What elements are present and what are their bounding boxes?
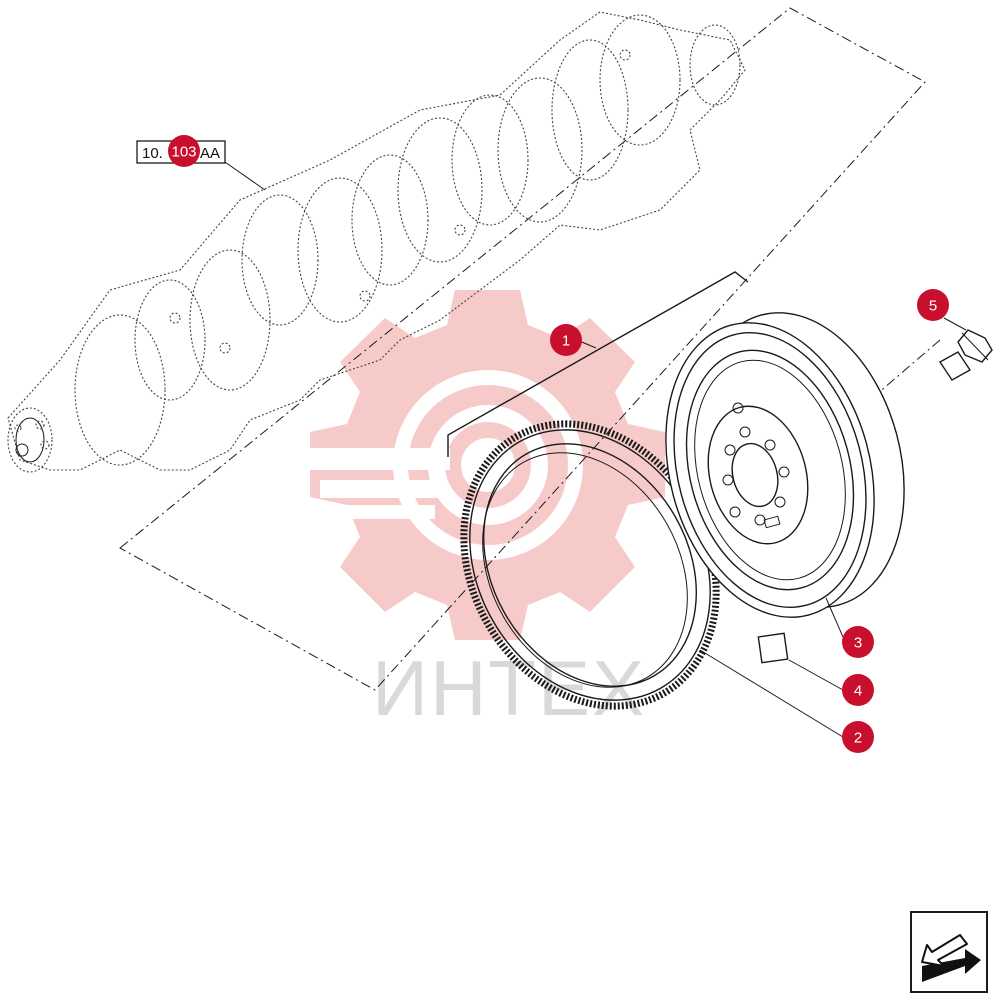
callout-1[interactable]: 1 bbox=[550, 324, 582, 356]
reference-prefix: 10. bbox=[142, 145, 163, 162]
callout-3[interactable]: 3 bbox=[842, 626, 874, 658]
flywheel bbox=[665, 312, 905, 618]
next-page-arrow-icon[interactable] bbox=[910, 911, 988, 993]
reference-callout-label: 103 bbox=[171, 144, 196, 161]
callout-1-label: 1 bbox=[562, 333, 570, 350]
leader-lines bbox=[699, 317, 967, 738]
callout-4-label: 4 bbox=[854, 683, 862, 700]
label-plate bbox=[757, 632, 789, 664]
reference-callout[interactable]: 103 bbox=[168, 135, 200, 167]
watermark-text: ИНТЕХ bbox=[372, 644, 646, 732]
bolt bbox=[938, 329, 993, 381]
callout-2[interactable]: 2 bbox=[842, 721, 874, 753]
callout-5[interactable]: 5 bbox=[917, 289, 949, 321]
callout-3-label: 3 bbox=[854, 635, 862, 652]
callout-5-label: 5 bbox=[929, 298, 937, 315]
reference-suffix: AA bbox=[200, 145, 220, 162]
crankshaft bbox=[7, 11, 746, 473]
callout-2-label: 2 bbox=[854, 730, 862, 747]
callout-4[interactable]: 4 bbox=[842, 674, 874, 706]
assembly-outline bbox=[119, 7, 941, 691]
